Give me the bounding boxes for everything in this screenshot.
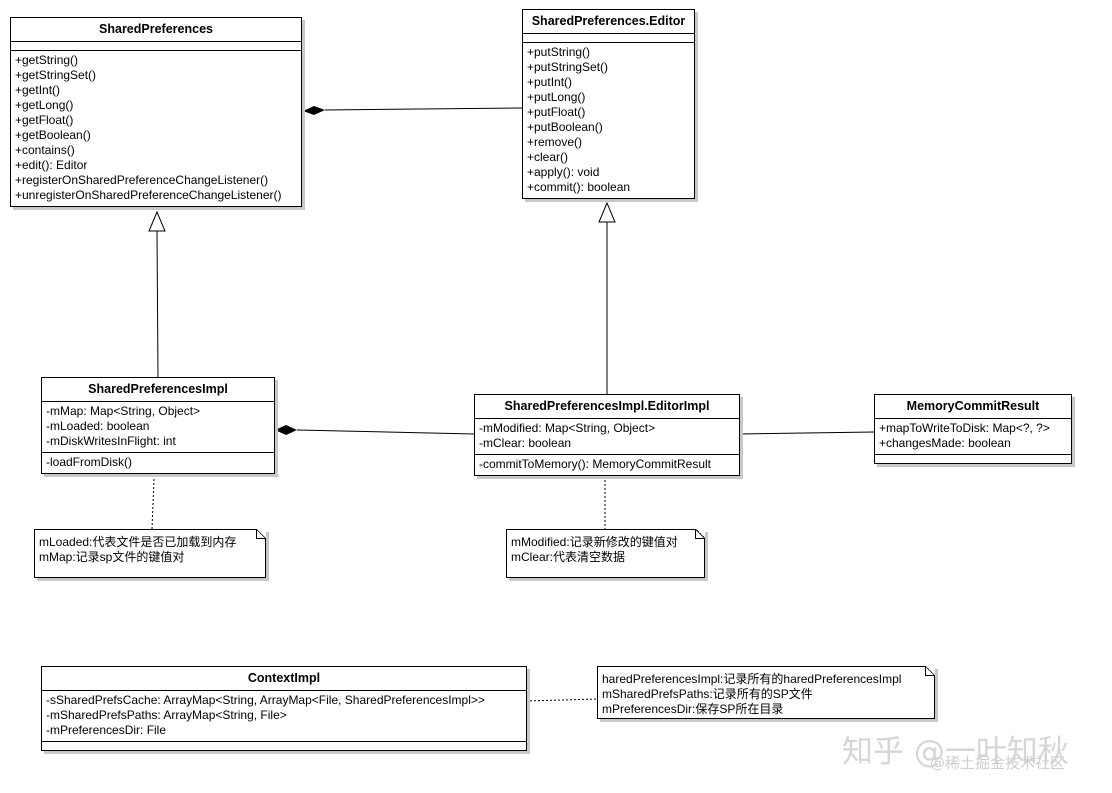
text-row: mModified:记录新修改的键值对 bbox=[511, 535, 678, 549]
text-row: +putString() bbox=[527, 45, 591, 59]
inheritance-line-impl bbox=[156, 230, 159, 378]
text-row: +putFloat() bbox=[527, 105, 586, 119]
composition-diamond-impl bbox=[275, 425, 297, 435]
class-title: SharedPreferences bbox=[11, 18, 301, 42]
text-row: -mPreferencesDir: File bbox=[46, 723, 167, 737]
composition-line-impl-editorimpl bbox=[296, 429, 475, 435]
text-row: +getLong() bbox=[15, 98, 74, 112]
note-anchor-context bbox=[525, 698, 598, 702]
text-row: +apply(): void bbox=[527, 165, 600, 179]
text-row: +mapToWriteToDisk: Map<?, ?> bbox=[879, 421, 1050, 435]
class-title: SharedPreferencesImpl.EditorImpl bbox=[475, 395, 739, 419]
text-row: +registerOnSharedPreferenceChangeListene… bbox=[15, 173, 269, 187]
text-row: +clear() bbox=[527, 150, 569, 164]
composition-diamond-prefs bbox=[303, 106, 325, 115]
text-row: +getInt() bbox=[15, 83, 61, 97]
inheritance-triangle-impl bbox=[148, 210, 166, 232]
note-context-impl[interactable]: haredPreferencesImpl:记录所有的haredPreferenc… bbox=[597, 666, 935, 719]
class-attributes: +mapToWriteToDisk: Map<?, ?>+changesMade… bbox=[875, 419, 1071, 455]
text-row: +commit(): boolean bbox=[527, 180, 631, 194]
text-row: mSharedPrefsPaths:记录所有的SP文件 bbox=[602, 687, 813, 701]
note-anchor-impl bbox=[151, 478, 155, 530]
class-attributes: -mModified: Map<String, Object>-mClear: … bbox=[475, 419, 739, 455]
text-row: +putBoolean() bbox=[527, 120, 603, 134]
watermark-sub: @稀土掘金技术社区 bbox=[930, 754, 1066, 772]
text-row: mMap:记录sp文件的键值对 bbox=[39, 550, 185, 564]
watermark-main: 知乎 @一叶知秋 bbox=[842, 734, 1069, 770]
note-fold-corner bbox=[695, 529, 705, 539]
text-row: -loadFromDisk() bbox=[46, 455, 133, 469]
class-methods: +putString()+putStringSet()+putInt()+put… bbox=[523, 43, 694, 198]
text-row: mClear:代表清空数据 bbox=[511, 550, 626, 564]
class-editor[interactable]: SharedPreferences.Editor +putString()+pu… bbox=[522, 9, 695, 199]
class-memory-commit-result[interactable]: MemoryCommitResult +mapToWriteToDisk: Ma… bbox=[874, 394, 1072, 464]
inheritance-triangle-editorimpl bbox=[598, 201, 616, 223]
text-row: +remove() bbox=[527, 135, 583, 149]
text-row: +getFloat() bbox=[15, 113, 74, 127]
note-fold-corner bbox=[256, 529, 266, 539]
text-row: +contains() bbox=[15, 143, 75, 157]
text-row: mLoaded:代表文件是否已加载到内存 bbox=[39, 535, 237, 549]
text-row: -mClear: boolean bbox=[479, 436, 572, 450]
text-row: -sSharedPrefsCache: ArrayMap<String, Arr… bbox=[46, 693, 485, 707]
text-row: +getStringSet() bbox=[15, 68, 97, 82]
class-methods: +getString()+getStringSet()+getInt()+get… bbox=[11, 51, 301, 206]
class-shared-preferences[interactable]: SharedPreferences +getString()+getString… bbox=[10, 17, 302, 207]
text-row: -mMap: Map<String, Object> bbox=[46, 404, 201, 418]
text-row: +putInt() bbox=[527, 75, 573, 89]
text-row: -mModified: Map<String, Object> bbox=[479, 421, 656, 435]
class-title: SharedPreferencesImpl bbox=[42, 378, 274, 402]
text-row: +changesMade: boolean bbox=[879, 436, 1011, 450]
text-row: -mDiskWritesInFlight: int bbox=[46, 434, 176, 448]
class-editor-impl[interactable]: SharedPreferencesImpl.EditorImpl -mModif… bbox=[474, 394, 740, 476]
text-row: +edit(): Editor bbox=[15, 158, 88, 172]
class-title: SharedPreferences.Editor bbox=[523, 10, 694, 34]
text-row: +getString() bbox=[15, 53, 79, 67]
text-row: -mLoaded: boolean bbox=[46, 419, 150, 433]
text-row: +unregisterOnSharedPreferenceChangeListe… bbox=[15, 188, 282, 202]
class-title: ContextImpl bbox=[42, 667, 526, 691]
class-attributes: -mMap: Map<String, Object>-mLoaded: bool… bbox=[42, 402, 274, 453]
text-row: -commitToMemory(): MemoryCommitResult bbox=[479, 457, 712, 471]
class-title: MemoryCommitResult bbox=[875, 395, 1071, 419]
class-context-impl[interactable]: ContextImpl -sSharedPrefsCache: ArrayMap… bbox=[41, 666, 527, 751]
class-attributes bbox=[11, 42, 301, 51]
text-row: -mSharedPrefsPaths: ArrayMap<String, Fil… bbox=[46, 708, 287, 722]
class-attributes bbox=[523, 34, 694, 43]
note-fold-corner bbox=[925, 666, 935, 676]
text-row: haredPreferencesImpl:记录所有的haredPreferenc… bbox=[602, 672, 902, 686]
text-row: mPreferencesDir:保存SP所在目录 bbox=[602, 702, 784, 716]
text-row: +getBoolean() bbox=[15, 128, 91, 142]
composition-line-prefs-editor bbox=[324, 107, 523, 111]
association-line-result bbox=[739, 431, 875, 435]
class-attributes: -sSharedPrefsCache: ArrayMap<String, Arr… bbox=[42, 691, 526, 742]
class-methods: -loadFromDisk() bbox=[42, 453, 274, 473]
class-methods bbox=[875, 455, 1071, 463]
class-methods bbox=[42, 742, 526, 750]
class-methods: -commitToMemory(): MemoryCommitResult bbox=[475, 455, 739, 475]
text-row: +putStringSet() bbox=[527, 60, 609, 74]
note-text: haredPreferencesImpl:记录所有的haredPreferenc… bbox=[602, 672, 924, 717]
class-shared-preferences-impl[interactable]: SharedPreferencesImpl -mMap: Map<String,… bbox=[41, 377, 275, 474]
text-row: +putLong() bbox=[527, 90, 586, 104]
